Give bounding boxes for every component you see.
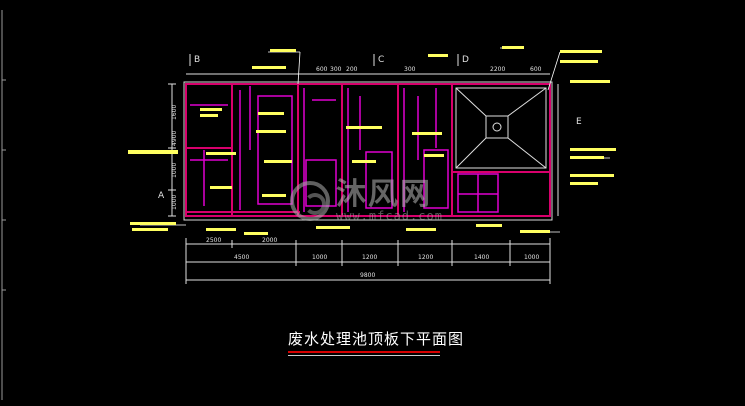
drawing-title: 废水处理池顶板下平面图	[288, 330, 465, 348]
dim-bottom: 1000	[524, 254, 539, 261]
dimension-text: 600 300 200 300 2200 600 2500 2000 4500 …	[171, 66, 542, 279]
sludge-hopper	[455, 87, 547, 169]
axis-label: A	[158, 191, 165, 201]
watermark: 沐风网 www.mfcad.com	[290, 180, 443, 222]
dim-bottom: 1000	[312, 254, 327, 261]
watermark-logo-icon	[290, 181, 330, 221]
title-underline-red	[288, 351, 440, 353]
dim-bottom: 2500	[206, 237, 221, 244]
dim-bottom: 4500	[234, 254, 249, 261]
dim-total: 9800	[360, 272, 375, 279]
dim-top: 300	[404, 66, 416, 73]
axis-label: E	[576, 117, 582, 127]
title-underline-white	[288, 355, 440, 356]
dim-left: 1600	[171, 105, 178, 120]
axis-marks: B C D E A	[158, 54, 582, 201]
left-ruler	[1, 10, 6, 400]
dim-top: 600	[530, 66, 542, 73]
walls-red	[185, 83, 551, 217]
dim-left: 1000	[171, 195, 178, 210]
baffles-magenta	[190, 86, 499, 213]
watermark-name: 沐风网	[336, 177, 432, 212]
axis-label: C	[378, 55, 384, 65]
dim-top: 2200	[490, 66, 505, 73]
dim-top: 600	[316, 66, 328, 73]
dim-bottom: 1200	[362, 254, 377, 261]
dim-left: 1000	[171, 163, 178, 178]
watermark-url: www.mfcad.com	[336, 209, 443, 223]
dim-top: 300	[330, 66, 342, 73]
annotation-marks	[128, 46, 616, 235]
dim-bottom: 1400	[474, 254, 489, 261]
dimension-lines	[168, 73, 559, 284]
axis-label: D	[462, 55, 469, 65]
axis-label: B	[194, 55, 200, 65]
dim-bottom: 1200	[418, 254, 433, 261]
dim-top: 200	[346, 66, 358, 73]
dim-left: 4900	[171, 131, 178, 146]
dim-bottom: 2000	[262, 237, 277, 244]
